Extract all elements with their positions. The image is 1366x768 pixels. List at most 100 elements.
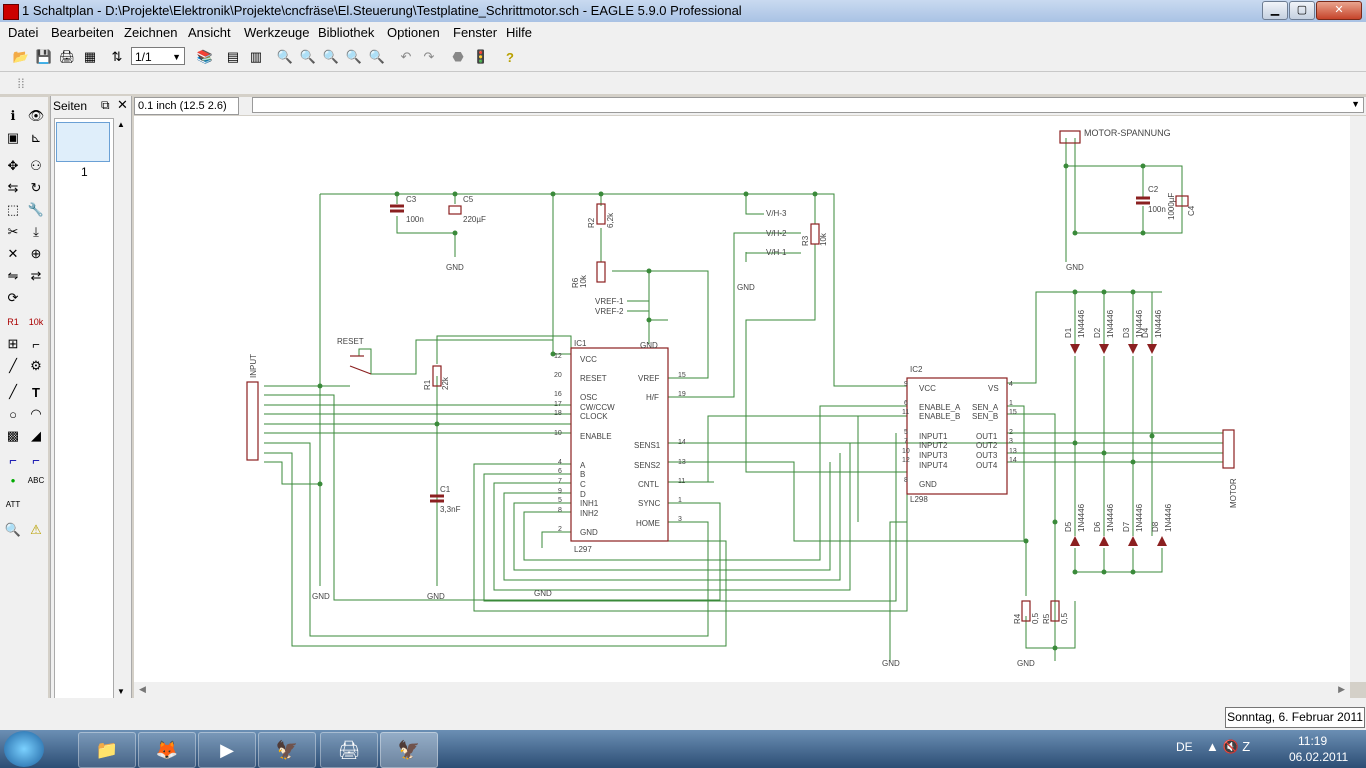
scroll-right-icon[interactable]: ▶	[1338, 684, 1345, 694]
copy-icon[interactable]: ⚇	[30, 158, 42, 173]
add-icon[interactable]: ⊕	[30, 246, 42, 261]
r5-body	[1050, 600, 1060, 622]
help-icon[interactable]: ?	[506, 49, 514, 65]
ic1-pin-cwccw: CW/CCW	[580, 403, 615, 412]
show-icon[interactable]: 👁	[27, 108, 45, 123]
wire-icon[interactable]: ╱	[9, 384, 17, 399]
vertical-scrollbar[interactable]	[1350, 116, 1366, 682]
menu-werkzeuge[interactable]: Werkzeuge	[244, 25, 310, 40]
display-icon[interactable]: ▣	[6, 130, 20, 145]
junction-icon[interactable]: •	[10, 472, 16, 488]
library-icon[interactable]: 📚	[196, 49, 214, 64]
info-icon[interactable]: ℹ	[10, 108, 16, 123]
menu-optionen[interactable]: Optionen	[387, 25, 440, 40]
media-player-icon[interactable]: ▶	[198, 732, 256, 768]
c3-label: C3	[406, 195, 417, 204]
wire	[668, 232, 801, 398]
sheet-select[interactable]: 1/1▼	[131, 47, 185, 65]
attribute-icon[interactable]: ATT	[5, 499, 21, 509]
erc-icon[interactable]: 🔍	[4, 522, 22, 537]
clock-date[interactable]: 06.02.2011	[1289, 750, 1349, 764]
menu-hilfe[interactable]: Hilfe	[506, 25, 533, 40]
change-icon[interactable]: 🔧	[27, 202, 45, 217]
menu-bibliothek[interactable]: Bibliothek	[318, 25, 375, 40]
split-icon[interactable]: ╱	[9, 358, 17, 373]
eagle-logo-icon[interactable]: 🦅	[258, 732, 316, 768]
ic2-pin-num: 4	[1009, 381, 1013, 388]
menu-fenster[interactable]: Fenster	[453, 25, 498, 40]
cam-icon[interactable]: ▦	[83, 49, 97, 64]
scroll-down-icon[interactable]: ▼	[117, 687, 125, 696]
zoom-in-icon[interactable]: 🔍	[299, 49, 317, 64]
schematic-canvas[interactable]: MOTOR-SPANNUNG C3 100n C5 220µF V/H-3 V/…	[134, 116, 1350, 682]
group-icon[interactable]: ⬚	[6, 202, 20, 217]
command-input[interactable]: ▼	[252, 97, 1364, 113]
bus-icon[interactable]: ⌐	[9, 452, 17, 468]
explorer-icon[interactable]: 📁	[78, 732, 136, 768]
title-bar: 1 Schaltplan - D:\Projekte\Elektronik\Pr…	[0, 0, 1366, 23]
start-button[interactable]	[4, 731, 44, 767]
eagle-icon[interactable]: 🦅	[380, 732, 438, 768]
miter-icon[interactable]: ⌐	[32, 336, 40, 352]
undo-icon[interactable]: ↶	[400, 49, 412, 64]
close-button[interactable]: ✕	[1316, 1, 1362, 20]
open-icon[interactable]: 📂	[12, 49, 30, 64]
page-thumbnail[interactable]	[56, 122, 110, 162]
scroll-left-icon[interactable]: ◀	[139, 684, 146, 694]
menu-datei[interactable]: Datei	[8, 25, 39, 40]
menu-bearbeiten[interactable]: Bearbeiten	[51, 25, 114, 40]
name-icon[interactable]: R1	[7, 317, 19, 327]
invoke-icon[interactable]: ⚙	[30, 358, 42, 373]
close-icon[interactable]: ✕	[117, 97, 128, 112]
firefox-icon[interactable]: 🦊	[138, 732, 196, 768]
chevron-down-icon[interactable]: ▼	[1351, 99, 1360, 109]
gateswap-icon[interactable]: ⇄	[30, 268, 42, 283]
zoom-select-area-icon[interactable]: 🔍	[368, 49, 386, 64]
circle-icon[interactable]: ○	[9, 406, 17, 422]
stop-icon[interactable]: ⬣	[452, 49, 464, 64]
arc-icon[interactable]: ◠	[30, 406, 42, 421]
horizontal-scrollbar[interactable]: ◀ ▶	[134, 682, 1350, 698]
tray-icons[interactable]: ▲ 🔇 Z	[1206, 739, 1251, 754]
print-icon[interactable]: 🖨	[58, 49, 76, 64]
ulp-icon[interactable]: ▥	[249, 49, 263, 64]
maximize-button[interactable]: ▢	[1289, 1, 1315, 20]
rotate-icon[interactable]: ↻	[30, 180, 42, 195]
move-icon[interactable]: ✥	[7, 158, 19, 173]
label-icon[interactable]: ABC	[27, 475, 45, 485]
float-icon[interactable]: ⧉	[101, 98, 110, 112]
delete-icon[interactable]: ✕	[7, 246, 19, 261]
pages-scrollbar[interactable]: ▲ ▼	[114, 118, 129, 698]
scroll-up-icon[interactable]: ▲	[117, 120, 125, 129]
mirror-icon[interactable]: ⇆	[7, 180, 19, 195]
language-indicator[interactable]: DE	[1176, 740, 1193, 754]
save-icon[interactable]: 💾	[35, 49, 53, 64]
replace-icon[interactable]: ⟳	[7, 290, 19, 305]
smash-icon[interactable]: ⊞	[7, 336, 19, 351]
pinswap-icon[interactable]: ⇋	[7, 268, 19, 283]
net-icon[interactable]: ⌐	[32, 452, 40, 468]
redo-icon[interactable]: ↷	[423, 49, 435, 64]
wire	[1074, 138, 1183, 234]
zoom-out-icon[interactable]: 🔍	[322, 49, 340, 64]
board-icon[interactable]: ⇅	[111, 49, 123, 64]
errors-icon[interactable]: ⚠	[30, 522, 42, 537]
rect-icon[interactable]: ▩	[6, 428, 20, 443]
ic2-pin-num: 5	[904, 429, 908, 436]
paste-icon[interactable]: ⤓	[33, 224, 39, 239]
zoom-redraw-icon[interactable]: 🔍	[345, 49, 363, 64]
value-icon[interactable]: 10k	[28, 317, 44, 327]
zoom-fit-icon[interactable]: 🔍	[276, 49, 294, 64]
menu-zeichnen[interactable]: Zeichnen	[124, 25, 178, 40]
text-icon[interactable]: T	[32, 384, 40, 400]
minimize-button[interactable]: ▁	[1262, 1, 1288, 20]
cut-icon[interactable]: ✂	[7, 224, 19, 239]
polygon-icon[interactable]: ◢	[31, 428, 41, 443]
go-icon[interactable]: 🚦	[472, 49, 490, 64]
junction-dot	[452, 230, 458, 236]
mark-icon[interactable]: ⊾	[30, 130, 42, 145]
menu-ansicht[interactable]: Ansicht	[188, 25, 231, 40]
script-icon[interactable]: ▤	[226, 49, 240, 64]
clock-time[interactable]: 11:19	[1298, 734, 1328, 748]
scanner-icon[interactable]: 🖨	[320, 732, 378, 768]
